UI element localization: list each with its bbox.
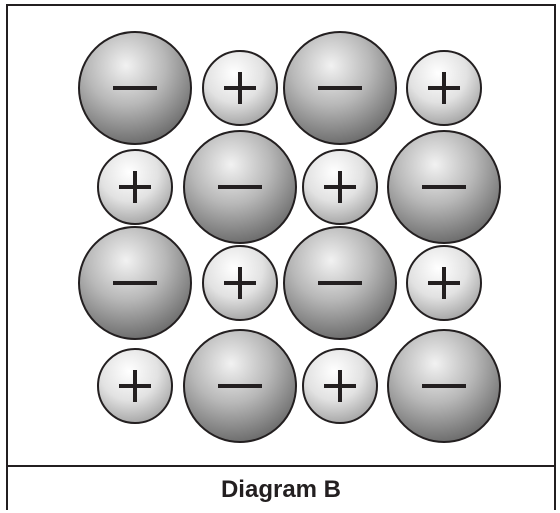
cation-sphere	[97, 348, 173, 424]
caption-divider	[6, 465, 556, 467]
minus-sign	[422, 185, 466, 189]
anion-sphere	[183, 329, 297, 443]
minus-sign	[218, 384, 262, 388]
anion-sphere	[78, 226, 192, 340]
minus-sign	[218, 185, 262, 189]
cation-sphere	[302, 348, 378, 424]
plus-sign	[224, 72, 256, 104]
plus-sign	[119, 370, 151, 402]
anion-sphere	[78, 31, 192, 145]
anion-sphere	[387, 329, 501, 443]
plus-sign	[428, 72, 460, 104]
cation-sphere	[202, 245, 278, 321]
plus-sign	[324, 171, 356, 203]
minus-sign	[318, 281, 362, 285]
plus-sign	[428, 267, 460, 299]
plus-sign	[324, 370, 356, 402]
anion-sphere	[283, 31, 397, 145]
cation-sphere	[406, 50, 482, 126]
anion-sphere	[183, 130, 297, 244]
cation-sphere	[406, 245, 482, 321]
minus-sign	[318, 86, 362, 90]
diagram-frame	[6, 4, 556, 510]
plus-sign	[224, 267, 256, 299]
cation-sphere	[202, 50, 278, 126]
minus-sign	[113, 86, 157, 90]
cation-sphere	[97, 149, 173, 225]
anion-sphere	[387, 130, 501, 244]
anion-sphere	[283, 226, 397, 340]
diagram-caption: Diagram B	[220, 476, 342, 503]
minus-sign	[422, 384, 466, 388]
minus-sign	[113, 281, 157, 285]
cation-sphere	[302, 149, 378, 225]
plus-sign	[119, 171, 151, 203]
